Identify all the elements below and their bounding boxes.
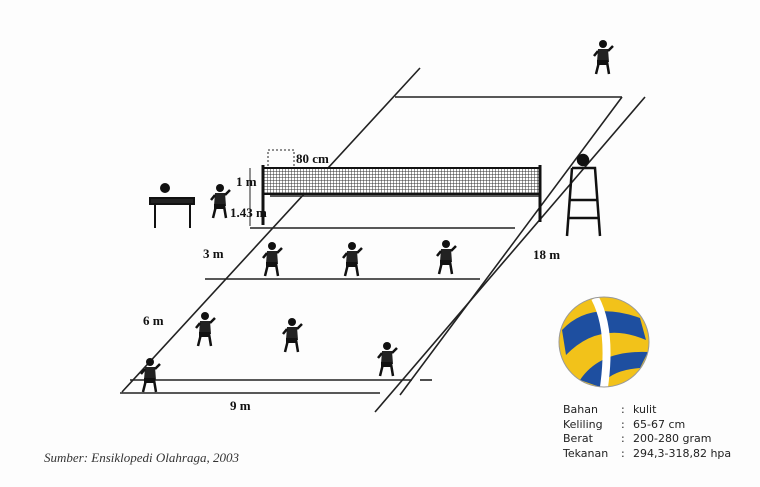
- net-height-label: 1 m: [236, 174, 257, 189]
- scorer-table: [149, 183, 195, 228]
- spec-row: Bahan:kulit: [563, 403, 657, 416]
- antenna-marker: [267, 149, 295, 169]
- post-height-label: 1.43 m: [230, 205, 267, 220]
- court-width-label: 9 m: [230, 398, 251, 413]
- court-length-label: 18 m: [533, 247, 561, 262]
- half-court-label: 6 m: [143, 313, 164, 328]
- spec-row: Berat:200-280 gram: [563, 432, 712, 445]
- spec-row: Keliling:65-67 cm: [563, 417, 686, 431]
- right-sideline: [399, 96, 623, 396]
- ball-spec-list: Bahan:kulit Keliling:65-67 cm Berat:200-…: [563, 403, 731, 461]
- outer-right-line: [374, 96, 646, 413]
- net: [261, 165, 542, 225]
- net-width-label: 80 cm: [296, 151, 329, 166]
- left-sideline: [121, 67, 421, 393]
- source-caption: Sumber: Ensiklopedi Olahraga, 2003: [44, 450, 239, 465]
- attack-zone-label: 3 m: [203, 246, 224, 261]
- spec-row: Tekanan:294,3-318,82 hpa: [563, 446, 732, 460]
- volleyball-icon: [558, 296, 650, 388]
- referee-stand: [565, 153, 602, 237]
